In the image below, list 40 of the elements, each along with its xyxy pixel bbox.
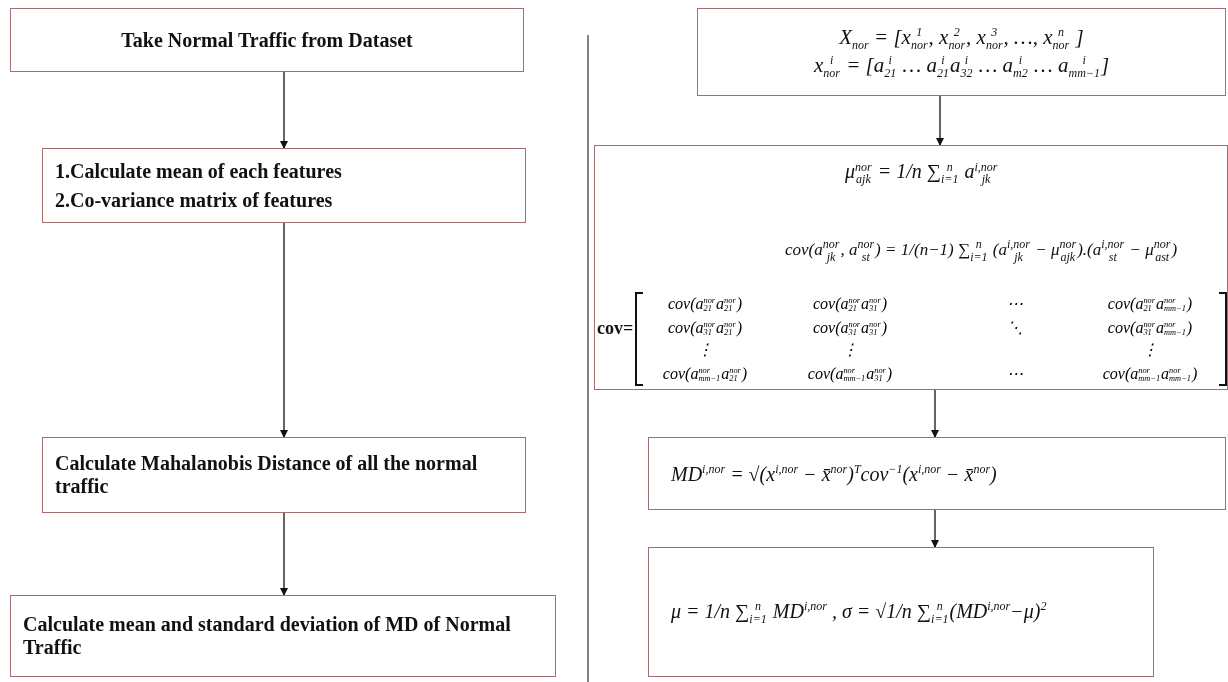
- matrix-entry: ⋮: [697, 340, 713, 359]
- process-box: [42, 437, 526, 513]
- matrix-entry: cov(a$_{21}$$^{nor}$a$_{21}$$^{nor}$): [668, 294, 742, 315]
- matrix-entry: ⋱: [1007, 318, 1023, 337]
- matrix-entry: cov(a$_{21}$$^{nor}$a$_{mm−1}$$^{nor}$): [1107, 294, 1193, 315]
- matrix-entry: cov(a$_{mm−1}$$^{nor}$a$_{31}$$^{nor}$): [807, 364, 893, 385]
- arrow: [280, 512, 288, 596]
- formula: x$_{nor}$$^{i}$ = [a$_{21}$$^{i}$ … a$_{21}$$^{i}$a$_{32}$$^{i}$ … a$_{m2}$$^{i}$ … a$_{mm−1}$$^{i}$]: [813, 52, 1110, 80]
- process-box: [10, 8, 524, 72]
- step-text: Take Normal Traffic from Dataset: [120, 28, 414, 52]
- matrix-entry: ⋮: [1142, 340, 1158, 359]
- matrix-entry: ⋯: [1007, 294, 1023, 313]
- step-text: Calculate mean and standard deviation of MD of Normal Traffic: [22, 613, 512, 659]
- matrix-label: cov=: [597, 318, 634, 339]
- formula-box: [648, 437, 1226, 510]
- process-box: [10, 595, 556, 677]
- matrix-entry: ⋯: [1007, 364, 1023, 383]
- matrix-entry: cov(a$_{31}$$^{nor}$a$_{mm−1}$$^{nor}$): [1107, 318, 1193, 339]
- step-text: Calculate Mahalanobis Distance of all the normal traffic: [54, 452, 479, 498]
- matrix-entry: cov(a$_{31}$$^{nor}$a$_{31}$$^{nor}$): [813, 318, 887, 339]
- matrix-entry: cov(a$_{31}$$^{nor}$a$_{21}$$^{nor}$): [668, 318, 742, 339]
- formula-box: [697, 8, 1226, 96]
- formula: X$_{nor}$ = [x$_{nor}$$^{1}$, x$_{nor}$$^{2}$, x$_{nor}$$^{3}$, …, x$_{nor}$$^{n}$ ]: [839, 24, 1084, 53]
- formula-box: [594, 145, 1228, 390]
- matrix-entry: ⋮: [842, 340, 858, 359]
- step-text: 2.Co-variance matrix of features: [54, 188, 334, 212]
- arrow: [931, 389, 939, 438]
- matrix-entry: cov(a$_{21}$$^{nor}$a$_{31}$$^{nor}$): [813, 294, 887, 315]
- matrix-entry: cov(a$_{mm−1}$$^{nor}$a$_{mm−1}$$^{nor}$): [1102, 364, 1198, 385]
- formula: cov(a$_{jk}$$^{nor}$, a$_{st}$$^{nor}$) = 1/(n−1) ∑$_{i=1}$$^{n}$ (a$_{jk}$$^{i,nor}$ − μ$_{ajk}$$^{nor}$).(a$_{st}$$^{i,nor}$ − μ$_{ast}$$^{nor}$): [785, 238, 1178, 264]
- formula-box: [648, 547, 1154, 677]
- process-box: [42, 148, 526, 223]
- arrow: [936, 95, 944, 146]
- arrow: [280, 222, 288, 438]
- formula: μ = 1/n ∑$_{i=1}$$^{n}$ MD$^{i,nor}$ , σ = √1/n ∑$_{i=1}$$^{n}$(MD$^{i,nor}$−μ)$^{2}$: [671, 598, 1047, 626]
- arrow: [931, 509, 939, 548]
- arrow: [280, 71, 288, 149]
- formula: MD$^{i,nor}$ = √(x$^{i,nor}$ − x̄$^{nor}$)$^{T}$cov$^{−1}$(x$^{i,nor}$ − x̄$^{nor}$): [671, 461, 997, 486]
- step-text: 1.Calculate mean of each features: [54, 159, 343, 183]
- matrix-entry: cov(a$_{mm−1}$$^{nor}$a$_{21}$$^{nor}$): [662, 364, 748, 385]
